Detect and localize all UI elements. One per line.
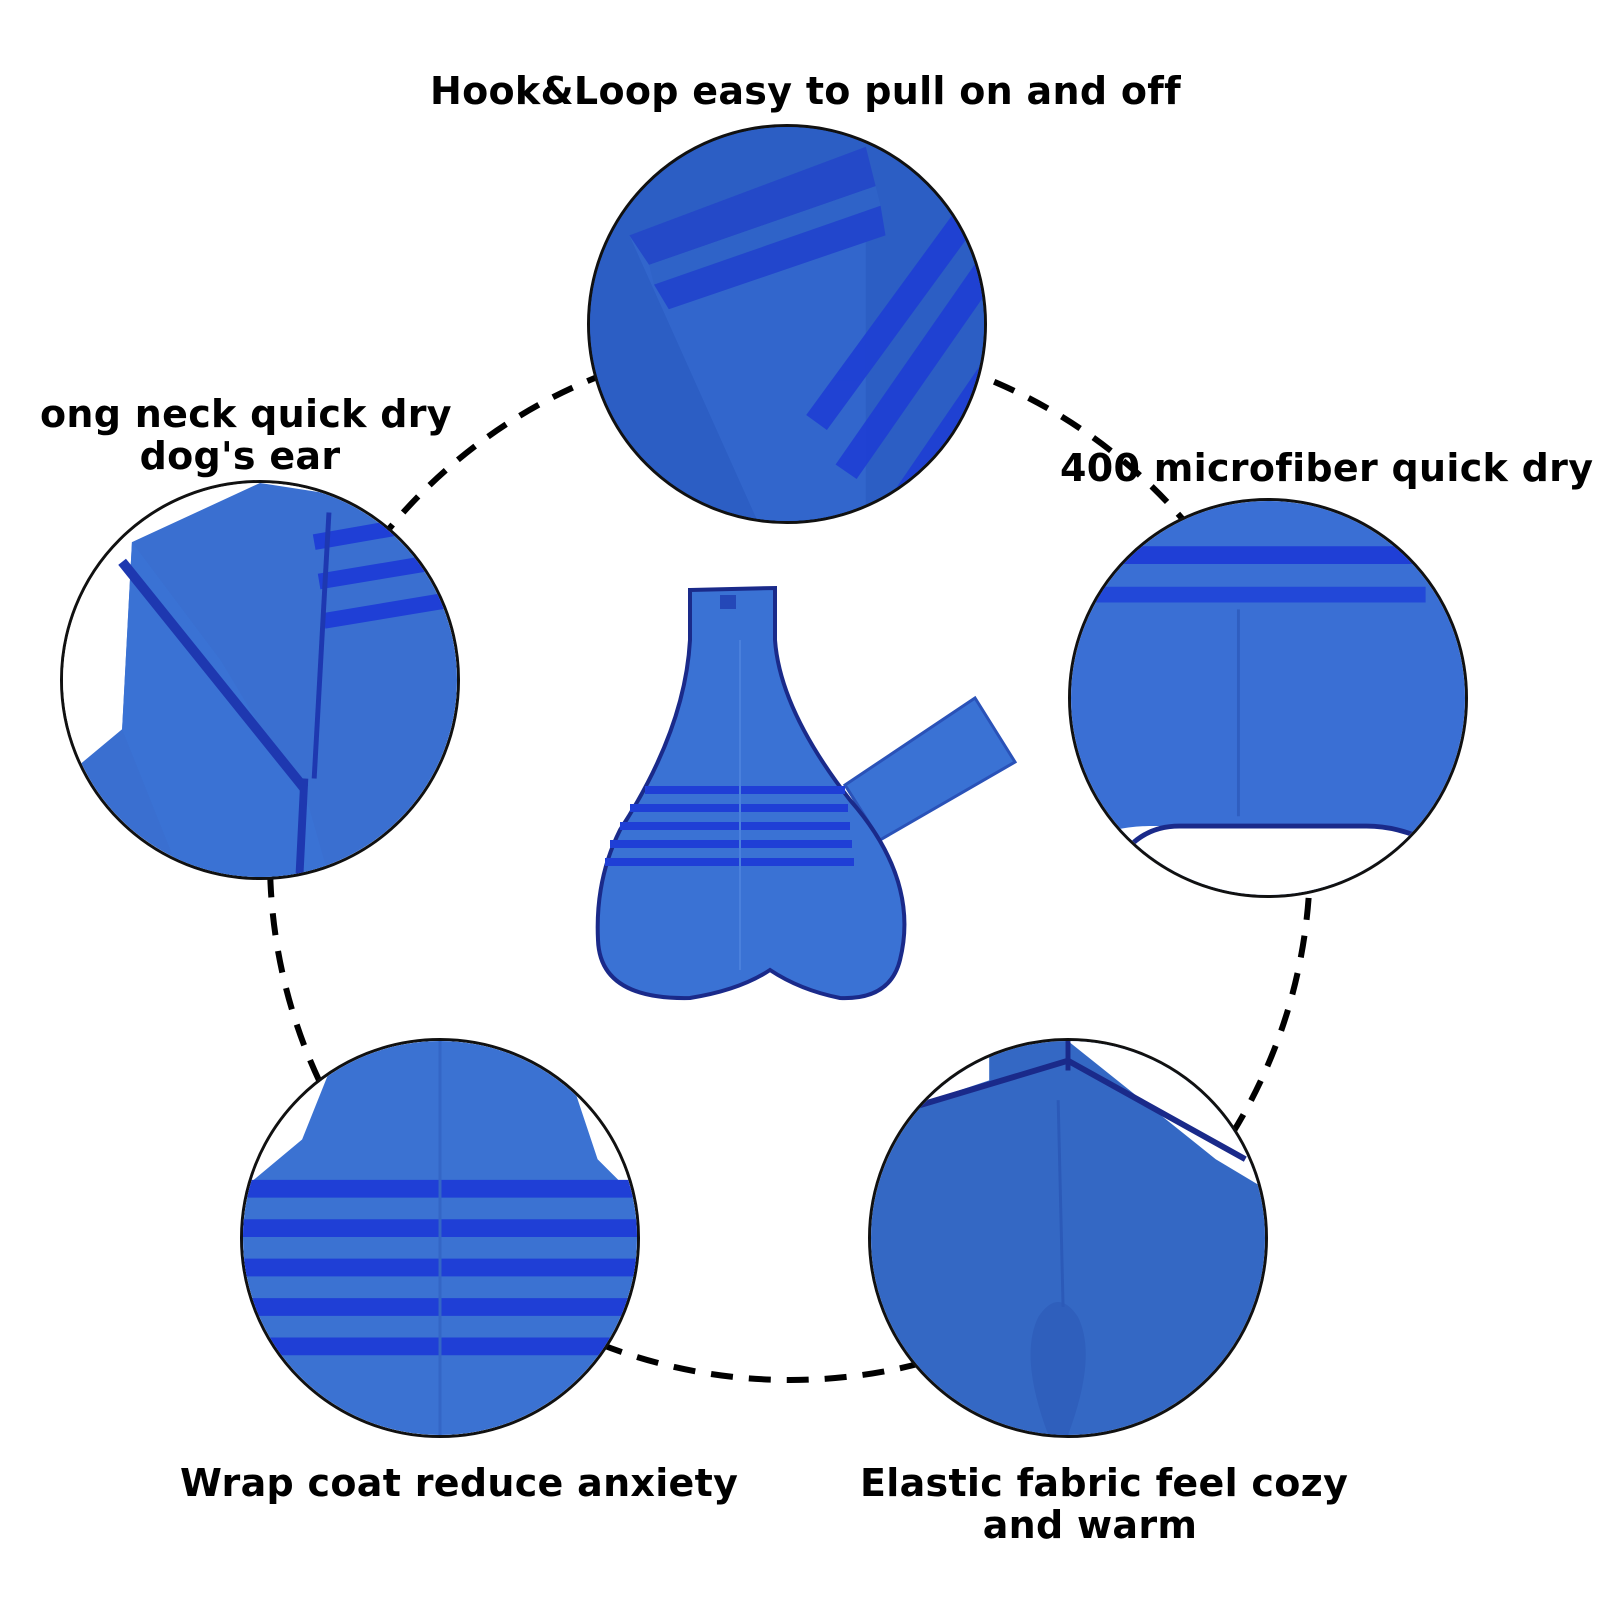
label-long-neck: ong neck quick dry dog's ear [40, 392, 452, 478]
label-hook-loop: Hook&Loop easy to pull on and off [430, 69, 1181, 113]
label-elastic-line1: Elastic fabric feel cozy [860, 1461, 1349, 1505]
wrap-coat-fabric-image [243, 1041, 637, 1435]
label-long-neck-line1: ong neck quick dry [40, 392, 452, 436]
detail-circle-elastic [868, 1038, 1268, 1438]
label-wrap-coat: Wrap coat reduce anxiety [180, 1461, 739, 1505]
elastic-fabric-image [871, 1041, 1265, 1435]
detail-circle-wrap-coat [240, 1038, 640, 1438]
detail-circle-long-neck [60, 480, 460, 880]
label-elastic-line2: and warm [982, 1503, 1198, 1547]
hook-loop-fabric-image [590, 127, 984, 521]
label-long-neck-line2: dog's ear [139, 434, 341, 478]
label-microfiber: 400 microfiber quick dry [1060, 446, 1594, 490]
dog-bathrobe-illustration [595, 585, 1018, 1001]
microfiber-fabric-image [1071, 501, 1465, 895]
product-image-dog-bathrobe [590, 580, 1050, 1010]
label-elastic: Elastic fabric feel cozy and warm [860, 1461, 1349, 1547]
detail-circle-hook-loop [587, 124, 987, 524]
long-neck-fabric-image [63, 483, 457, 877]
detail-circle-microfiber [1068, 498, 1468, 898]
